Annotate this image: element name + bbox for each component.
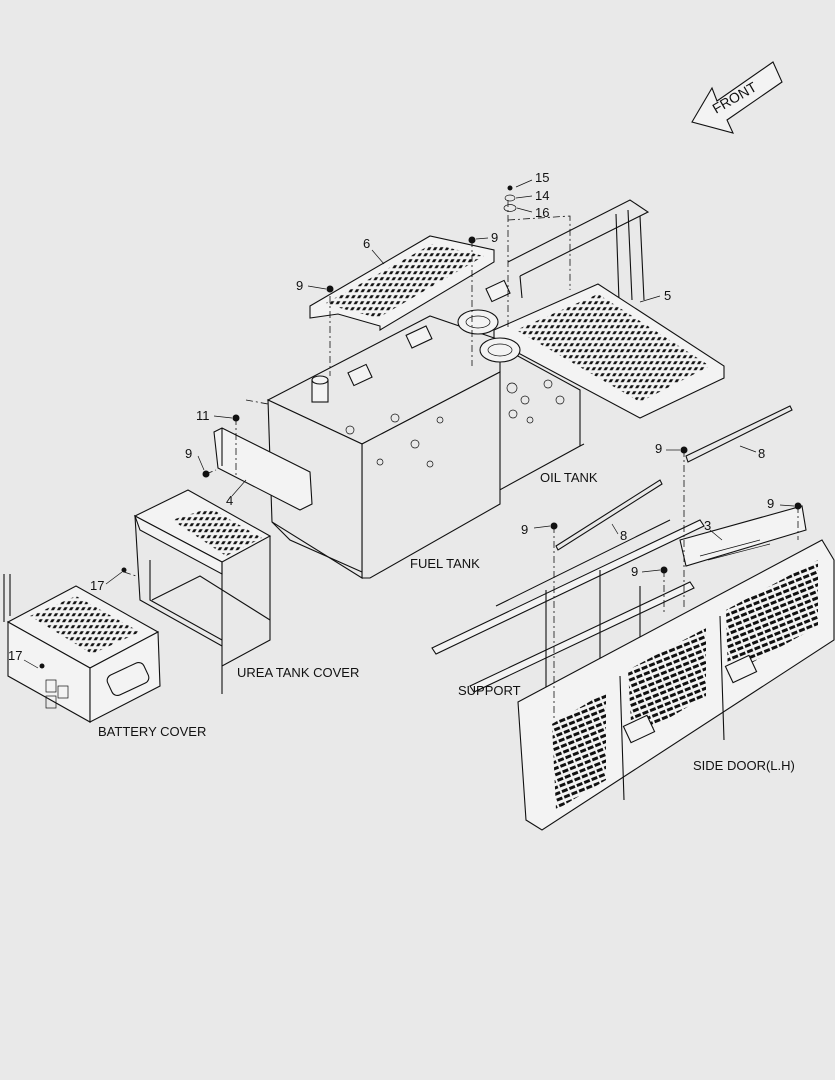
oil-tank-label: OIL TANK (540, 470, 598, 485)
battery-cover (3, 574, 161, 723)
support-label: SUPPORT (458, 683, 521, 698)
callout-9-rail: 9 (655, 441, 662, 456)
battery-cover-label: BATTERY COVER (98, 724, 206, 739)
callout-9-mid: 9 (631, 564, 638, 579)
bolts (39, 185, 802, 669)
callout-3: 3 (704, 518, 711, 533)
fuel-tank-label: FUEL TANK (410, 556, 480, 571)
side-door-label: SIDE DOOR(L.H) (693, 758, 795, 773)
callout-4: 4 (226, 493, 233, 508)
support-frame (431, 505, 807, 700)
side-door (517, 539, 835, 831)
callout-6: 6 (363, 236, 370, 251)
bracket-4 (213, 427, 313, 511)
callout-9-left: 9 (296, 278, 303, 293)
callout-9-right: 9 (767, 496, 774, 511)
callout-9-bracket: 9 (185, 446, 192, 461)
callout-8-upper: 8 (758, 446, 765, 461)
leader-lines (23, 179, 795, 669)
callout-9-support: 9 (521, 522, 528, 537)
urea-tank-cover-label: UREA TANK COVER (237, 665, 359, 680)
fuel-tank (266, 279, 521, 579)
top-cover-plate-6 (309, 235, 495, 331)
urea-tank-cover (133, 489, 272, 694)
callout-5: 5 (664, 288, 671, 303)
callout-9-top: 9 (491, 230, 498, 245)
front-arrow-icon: FRONT (691, 61, 783, 134)
callout-15: 15 (535, 170, 549, 185)
callout-17-urea: 17 (90, 578, 104, 593)
callout-11: 11 (196, 408, 210, 423)
callout-14: 14 (535, 188, 549, 203)
callout-16: 16 (535, 205, 549, 220)
upper-frame (507, 199, 650, 331)
callout-17-battery: 17 (8, 648, 22, 663)
callout-8-lower: 8 (620, 528, 627, 543)
support-rails (555, 405, 793, 551)
